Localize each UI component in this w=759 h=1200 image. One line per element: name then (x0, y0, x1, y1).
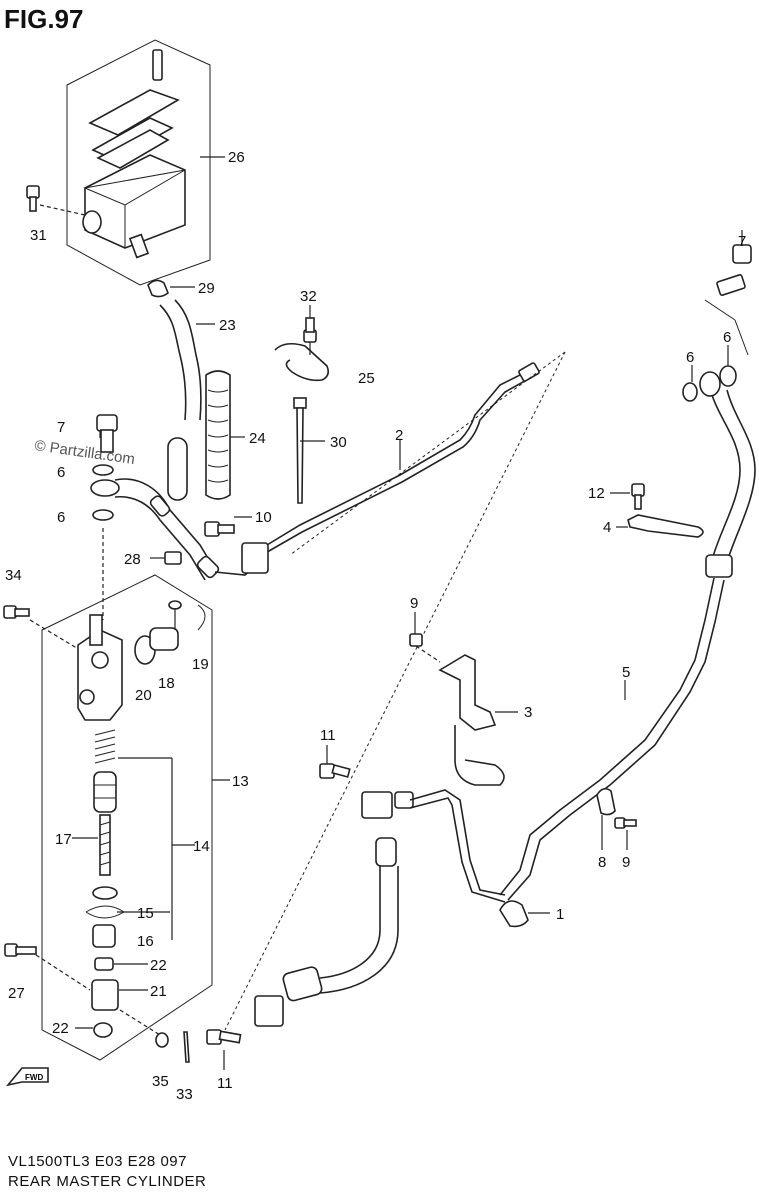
cable-tie-30 (293, 397, 325, 504)
clevis-assembly (75, 957, 148, 1038)
clamp-1 (499, 900, 550, 928)
callout-9: 9 (410, 595, 418, 612)
diagram-footer: VL1500TL3 E03 E28 097 REAR MASTER CYLIND… (8, 1152, 206, 1192)
callout-7-rear: 7 (738, 233, 746, 250)
callout-11: 11 (217, 1075, 233, 1092)
clamp-29 (147, 279, 195, 298)
callout-35: 35 (152, 1073, 169, 1090)
lower-union-hose (254, 789, 506, 1027)
brake-hose-5 (499, 389, 756, 901)
callout-32: 32 (300, 288, 317, 305)
callout-9: 9 (622, 854, 630, 871)
callout-23: 23 (219, 317, 236, 334)
leader-lines (99, 230, 743, 1070)
callout-16: 16 (137, 933, 154, 950)
model-code: VL1500TL3 E03 E28 097 (8, 1153, 187, 1170)
figure-title: FIG.97 (4, 4, 84, 34)
callout-10: 10 (255, 509, 272, 526)
callout-6-rear: 6 (686, 349, 694, 366)
inlet-fitting (134, 600, 206, 665)
fwd-arrow-badge: FWD (5, 1067, 49, 1087)
callout-27: 27 (8, 985, 25, 1002)
callout-12: 12 (588, 485, 605, 502)
callout-7: 7 (57, 419, 65, 436)
callout-25: 25 (358, 370, 375, 387)
callout-34: 34 (5, 567, 22, 584)
clamp-8 (596, 787, 637, 850)
callout-26: 26 (228, 149, 245, 166)
callout-31: 31 (30, 227, 47, 244)
callout-2: 2 (395, 427, 403, 444)
bracket-4 (616, 483, 704, 538)
bolt-11-upper (319, 763, 351, 779)
hose-23 (159, 299, 215, 421)
callout-20: 20 (135, 687, 152, 704)
callout-17: 17 (55, 831, 72, 848)
bolt-11-lower (206, 1029, 242, 1045)
bolt-27 (4, 943, 91, 991)
callout-33: 33 (176, 1086, 193, 1103)
callout-6-rear: 6 (723, 329, 731, 346)
watermark-text: © Partzilla.com (33, 437, 135, 468)
callout-13: 13 (232, 773, 249, 790)
callout-labels: 26 31 29 23 24 32 25 30 2 7 6 6 10 28 34… (5, 149, 746, 1103)
callout-19: 19 (192, 656, 209, 673)
hose-segments (167, 370, 245, 501)
callout-30: 30 (330, 434, 347, 451)
upper-banjo-hose (90, 478, 269, 581)
washer-pin (119, 1009, 190, 1063)
callout-1: 1 (556, 906, 564, 923)
bracket-3 (409, 633, 518, 786)
section-name: REAR MASTER CYLINDER (8, 1173, 207, 1190)
routing-guide-lines (224, 351, 566, 1031)
callout-14: 14 (193, 838, 210, 855)
callout-11: 11 (320, 727, 336, 744)
fwd-text: FWD (25, 1073, 43, 1082)
piston-assembly (72, 729, 195, 948)
bolt-34 (3, 605, 81, 651)
callout-18: 18 (158, 675, 175, 692)
callout-28: 28 (124, 551, 141, 568)
callout-15: 15 (137, 905, 154, 922)
bolt-10 (204, 516, 252, 537)
master-cylinder-body (77, 614, 123, 721)
callout-21: 21 (150, 983, 167, 1000)
callout-29: 29 (198, 280, 215, 297)
banjo-bolt-upper (92, 414, 118, 620)
callout-8: 8 (598, 854, 606, 871)
clip-28 (150, 551, 182, 565)
callout-24: 24 (249, 430, 266, 447)
callout-5: 5 (622, 664, 630, 681)
callout-3: 3 (524, 704, 532, 721)
callout-4: 4 (603, 519, 611, 536)
bracket-25 (274, 317, 329, 382)
callout-22: 22 (52, 1020, 69, 1037)
master-cylinder-group (41, 574, 230, 1061)
callout-22: 22 (150, 957, 167, 974)
bolt-31 (26, 185, 86, 216)
rear-banjo-bolt (682, 244, 752, 402)
callout-6: 6 (57, 464, 65, 481)
brake-line-2 (261, 362, 540, 556)
callout-6: 6 (57, 509, 65, 526)
reservoir-group (66, 39, 225, 286)
